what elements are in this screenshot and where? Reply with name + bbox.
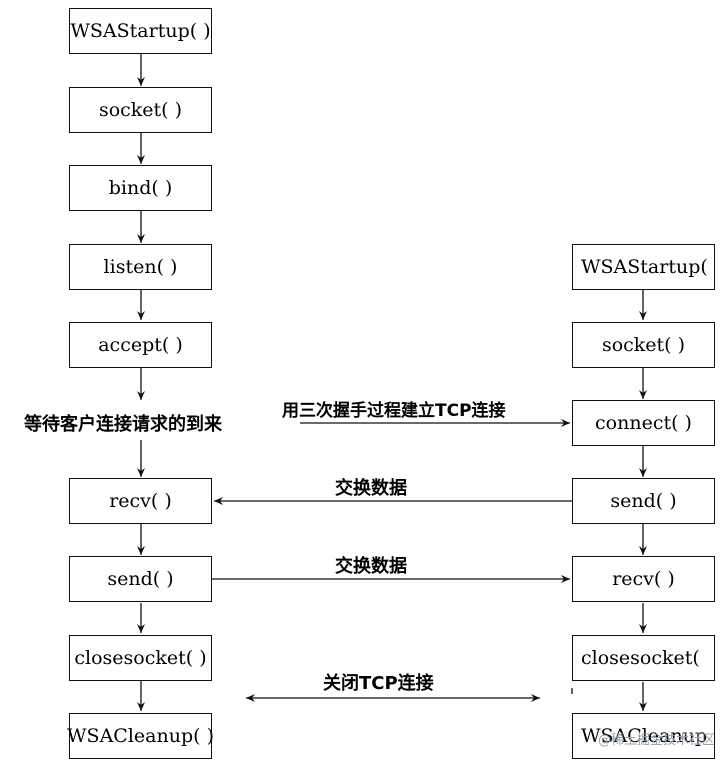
server-wait-text: 等待客户连接请求的到来 <box>24 414 222 435</box>
exchange-label-2: 交换数据 <box>335 556 407 577</box>
handshake-label: 用三次握手过程建立TCP连接 <box>282 401 506 421</box>
client-connect-box: connect( ) <box>572 400 715 446</box>
client-recv-box: recv( ) <box>572 556 715 602</box>
client-socket-box: socket( ) <box>572 322 715 368</box>
client-closesocket-box: closesocket( <box>572 635 715 681</box>
close-connection-label: 关闭TCP连接 <box>323 673 434 694</box>
server-accept-box: accept( ) <box>69 322 212 368</box>
client-wsastartup-box: WSAStartup( <box>572 244 715 290</box>
client-wsacleanup-box: WSACleanup <box>572 713 715 759</box>
server-wsastartup-box: WSAStartup( ) <box>69 8 212 54</box>
server-socket-box: socket( ) <box>69 87 212 133</box>
watermark: @稀土掘金技术社区 <box>597 733 715 748</box>
server-wsacleanup-box: WSACleanup( ) <box>67 713 214 759</box>
client-send-box: send( ) <box>572 478 715 524</box>
server-closesocket-box: closesocket( ) <box>69 635 212 681</box>
server-bind-box: bind( ) <box>69 165 212 211</box>
server-send-box: send( ) <box>69 556 212 602</box>
server-listen-box: listen( ) <box>69 244 212 290</box>
exchange-label-1: 交换数据 <box>335 478 407 499</box>
server-recv-box: recv( ) <box>69 478 212 524</box>
